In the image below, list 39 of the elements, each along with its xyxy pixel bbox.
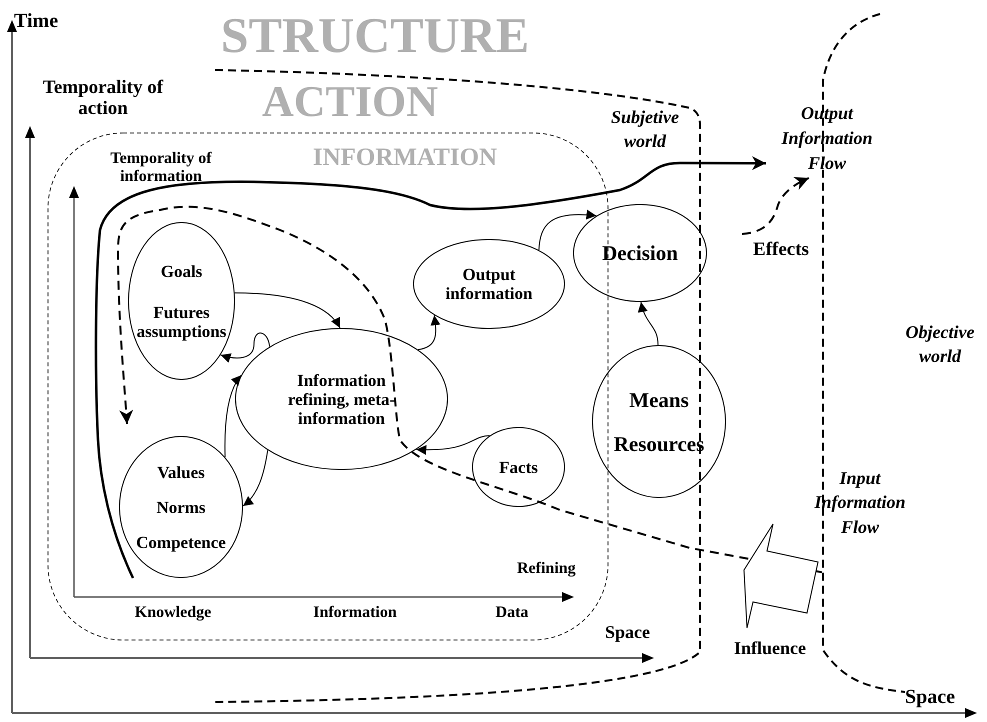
region-label: Subjetive world — [610, 106, 680, 154]
axis-label: Knowledge — [134, 604, 212, 622]
arrow — [242, 450, 268, 506]
arrow — [418, 314, 440, 350]
axis-label: Information — [312, 604, 398, 622]
heading: INFORMATION — [312, 144, 498, 172]
node-text: Facts — [499, 458, 538, 476]
effects-label: Effects — [752, 240, 810, 261]
node-label: Influence — [734, 638, 806, 659]
axis-label: Data — [494, 604, 530, 622]
flow-arrow — [94, 156, 766, 579]
axis-label: Temporality of information — [109, 150, 213, 186]
axis-label: Temporality of action — [42, 78, 164, 120]
arrow — [416, 435, 490, 455]
heading: ACTION — [260, 78, 440, 126]
arrow — [224, 374, 242, 458]
node-text: Decision — [602, 241, 678, 265]
arrow — [220, 332, 270, 363]
node-text: Competence — [136, 532, 226, 552]
axis-label: Time — [14, 10, 60, 32]
node-text: Goals — [160, 262, 202, 280]
dashed-arrow — [117, 206, 822, 574]
axis-label: Space — [605, 623, 651, 643]
node-text: Norms — [156, 498, 206, 516]
node-text: Means — [629, 388, 689, 412]
dashed-arrow — [742, 177, 810, 235]
arrow — [234, 292, 340, 328]
heading: STRUCTURE — [220, 8, 530, 63]
node-text: Resources — [614, 432, 704, 456]
region-label: Objective world — [904, 321, 976, 368]
node-text: Output information — [444, 265, 534, 303]
arrow — [638, 302, 658, 346]
flow-label: Input Information Flow — [813, 467, 907, 539]
node-text: Information refining, meta-information — [286, 370, 396, 428]
node-text: Futures assumptions — [136, 302, 228, 340]
arrow — [538, 210, 597, 251]
axis-label: Space — [905, 686, 956, 708]
node-text: Values — [157, 462, 205, 482]
axis-label: Refining — [517, 560, 577, 578]
